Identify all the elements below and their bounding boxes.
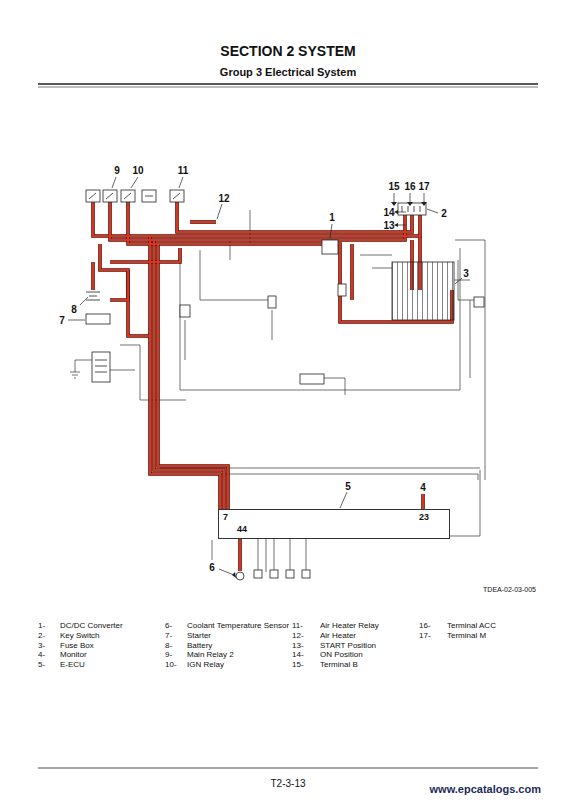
legend-name: Battery [187,641,212,650]
callout-number: 9 [114,165,120,176]
callout-number: 8 [71,304,77,315]
legend-name: ON Position [320,651,363,660]
group-title: Group 3 Electrical System [220,66,356,78]
watermark: www.epcatalogs.com [430,783,541,795]
legend-name: IGN Relay [187,661,224,670]
legend-name: DC/DC Converter [60,622,123,631]
ecu-box: 7 44 23 [218,509,450,539]
legend-name: Coolant Temperature Sensor [187,622,289,631]
callout-number: 7 [59,315,65,326]
pin-number: 7 [223,513,228,523]
legend-number: 17- [419,631,431,640]
legend-name: Air Heater Relay [320,622,379,631]
legend-name: Fuse Box [60,641,94,650]
callout-number: 12 [218,193,229,204]
callout-number: 2 [441,208,447,219]
legend-number: 3- [38,641,45,650]
legend-number: 12- [292,631,304,640]
section-title: SECTION 2 SYSTEM [220,44,355,59]
legend-name: Terminal ACC [447,622,496,631]
callout-number: 4 [420,482,426,493]
legend-name: START Position [320,641,376,650]
callout-number: 6 [209,562,215,573]
callout-number: 14 [383,207,394,218]
legend-number: 15- [292,661,304,670]
legend-number: 6- [165,622,172,631]
callout-number: 13 [383,220,394,231]
legend-number: 14- [292,651,304,660]
legend-name: Main Relay 2 [187,651,234,660]
page-number: T2-3-13 [270,778,305,789]
legend-number: 7- [165,631,172,640]
legend-number: 2- [38,631,45,640]
legend-number: 9- [165,651,172,660]
legend-number: 10- [165,661,177,670]
callout-number: 16 [404,181,415,192]
callout-number: 11 [178,165,189,176]
callout-number: 15 [388,181,399,192]
legend-number: 8- [165,641,172,650]
legend-number: 4- [38,651,45,660]
legend-name: Terminal B [320,661,358,670]
callout-number: 17 [418,181,429,192]
legend-name: E-ECU [60,661,85,670]
legend-number: 16- [419,622,431,631]
legend-name: Key Switch [60,631,100,640]
callout-number: 10 [132,165,143,176]
legend-name: Terminal M [447,631,486,640]
legend-name: Air Heater [320,631,356,640]
callout-number: 5 [345,481,351,492]
callout-number: 1 [329,212,335,223]
legend-number: 5- [38,661,45,670]
legend-name: Monitor [60,651,87,660]
pin-number: 23 [419,513,429,523]
legend-name: Starter [187,631,211,640]
legend-number: 1- [38,622,45,631]
legend-number: 13- [292,641,304,650]
legend-number: 11- [292,622,303,631]
pin-number: 44 [237,525,247,535]
figure-code: TDEA-02-03-005 [483,586,536,594]
callout-number: 3 [463,268,469,279]
